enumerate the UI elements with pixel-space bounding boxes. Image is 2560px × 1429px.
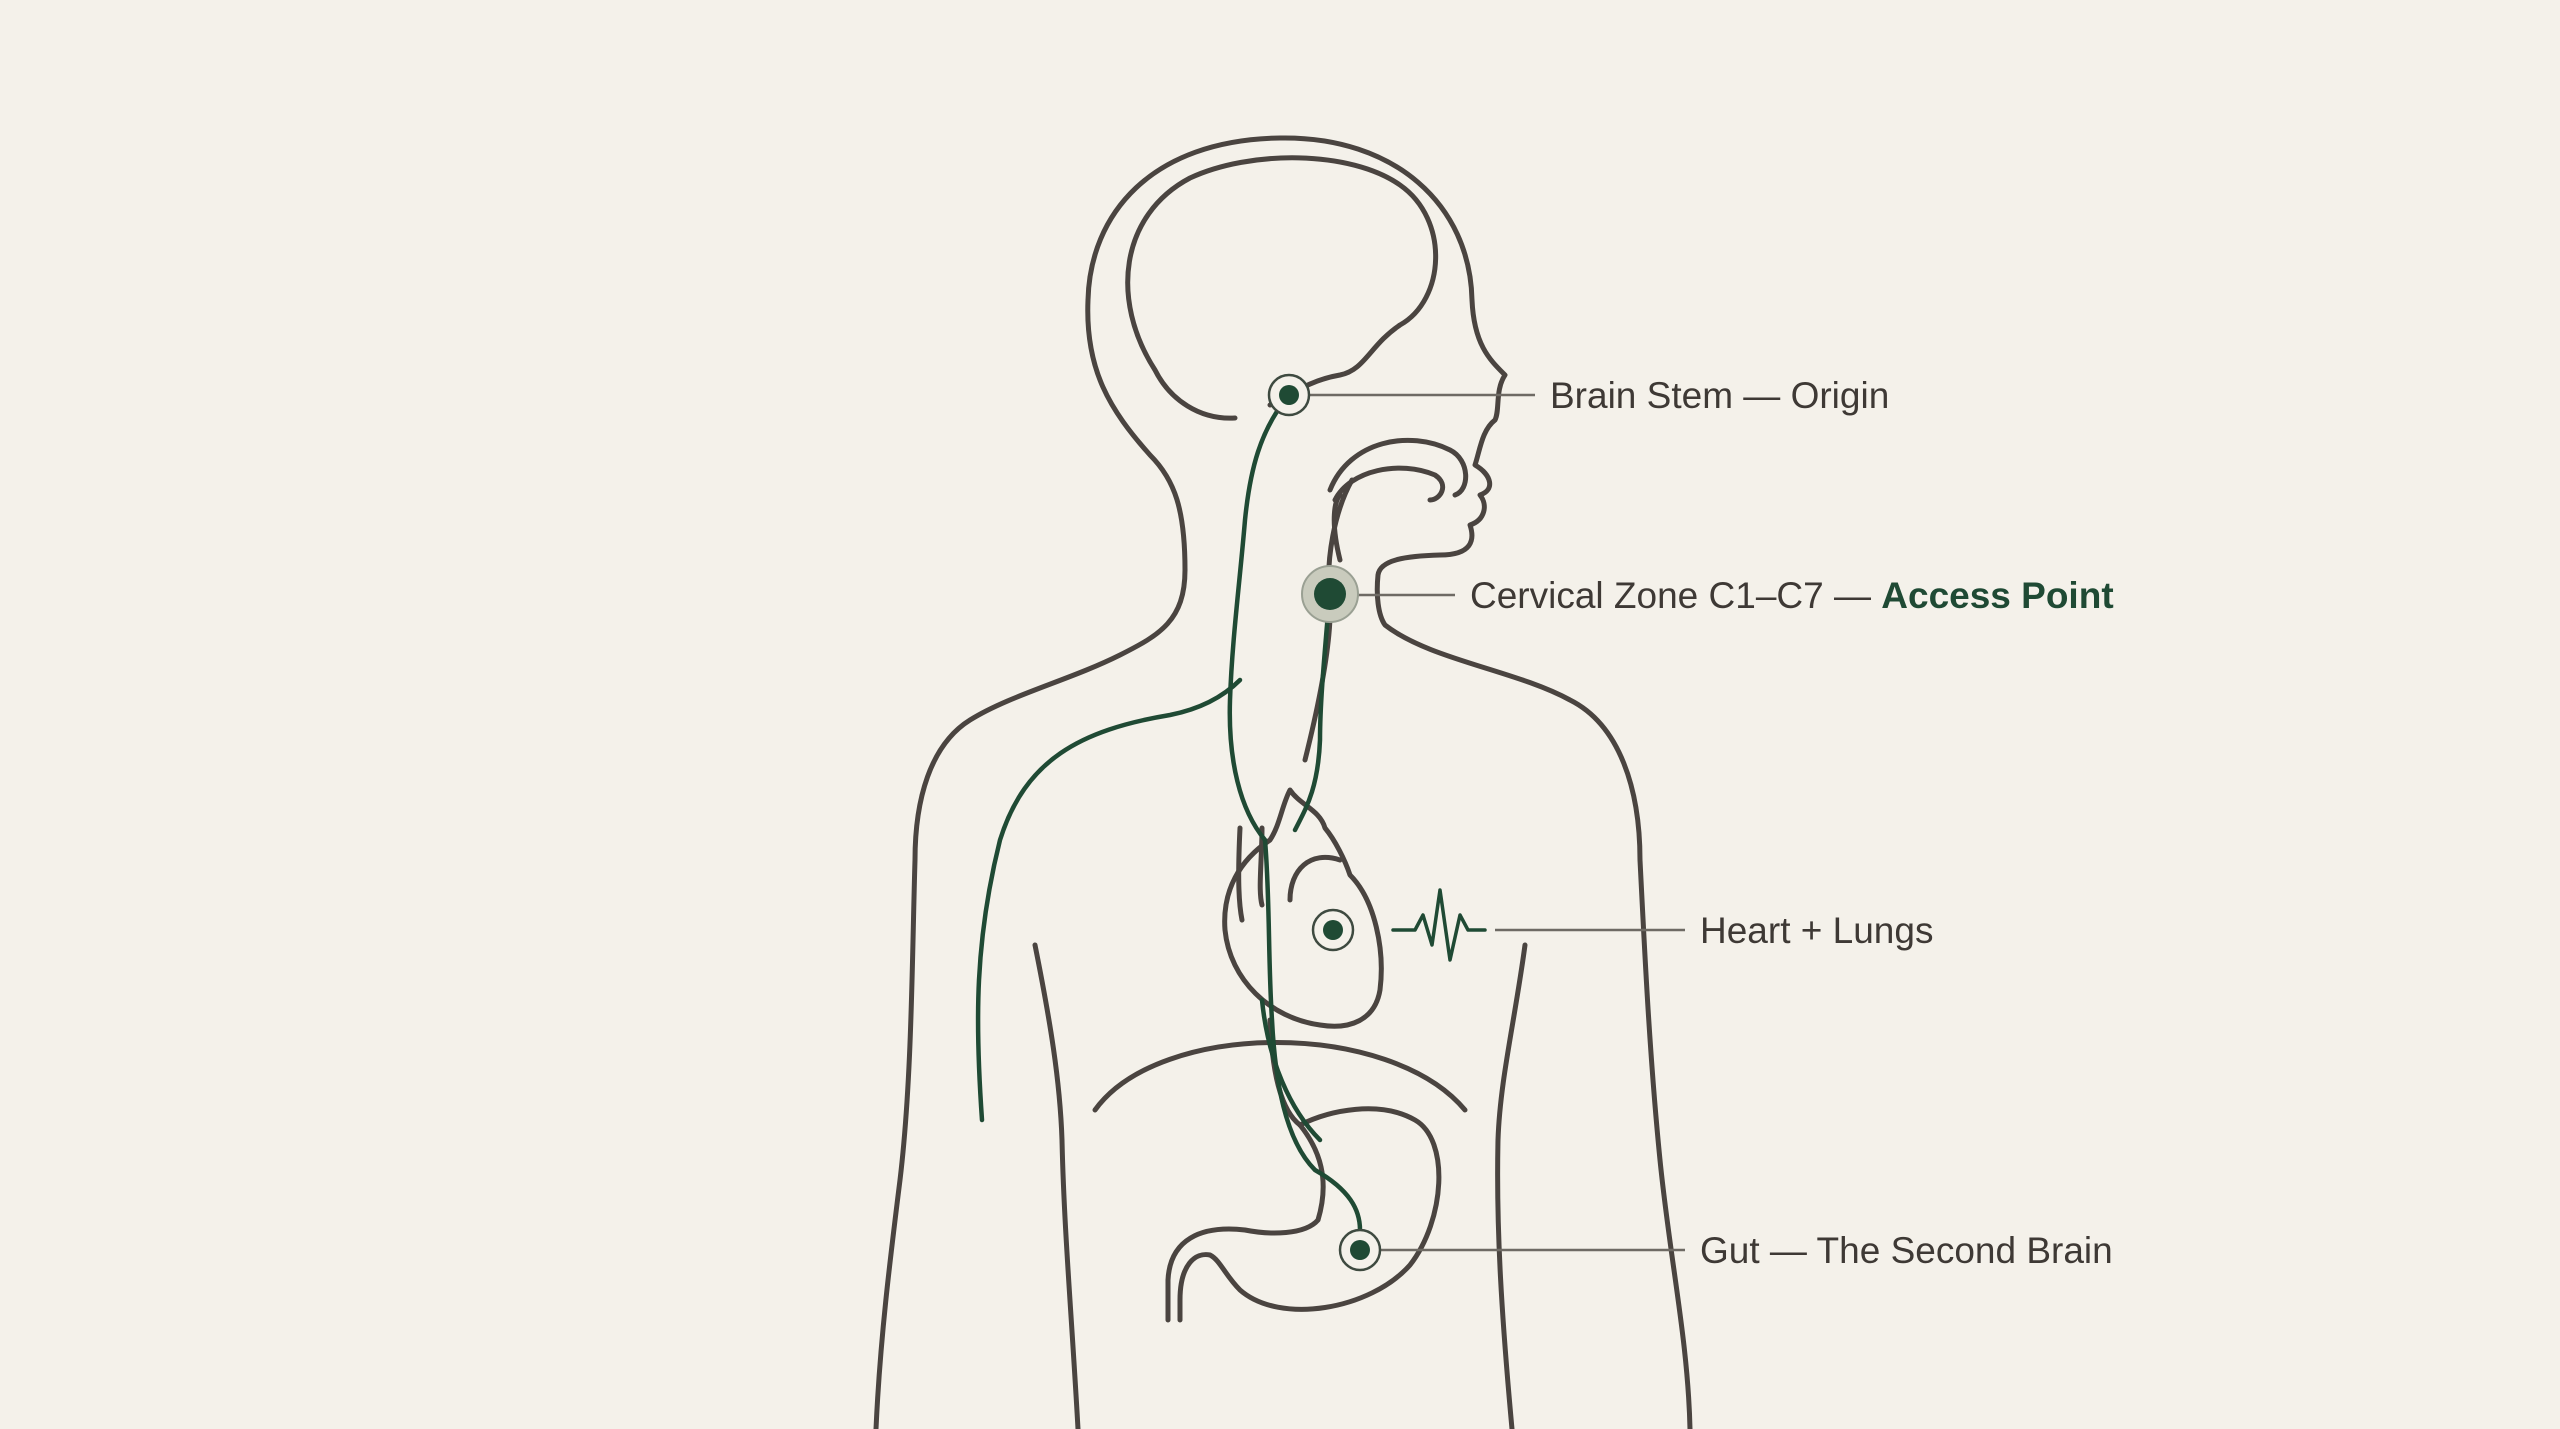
cervical-node-dot xyxy=(1314,578,1346,610)
heart-node-dot xyxy=(1323,920,1343,940)
nerve-left-branch xyxy=(975,677,1243,1123)
label-brain-stem: Brain Stem — Origin xyxy=(1550,375,1889,416)
brain-stem-node xyxy=(1267,373,1311,417)
heart-node xyxy=(1311,908,1355,952)
right-arm-line xyxy=(1495,942,1528,1429)
body-outline xyxy=(873,135,1693,1429)
left-arm-line xyxy=(1032,942,1081,1429)
oral-cavity xyxy=(1327,437,1469,498)
cervical-node xyxy=(1301,565,1359,623)
trachea-line xyxy=(1331,492,1343,563)
label-access-point: Access Point xyxy=(1881,575,2113,616)
head-outline xyxy=(1085,135,1693,1429)
label-cervical-zone: Cervical Zone C1–C7 — Access Point xyxy=(1470,575,2114,616)
ribcage-arc xyxy=(1092,1040,1468,1113)
label-gut: Gut — The Second Brain xyxy=(1700,1230,2113,1271)
stomach-outline xyxy=(1177,1106,1442,1323)
inner-head-line xyxy=(1125,155,1439,421)
heart-outline xyxy=(1222,787,1384,1029)
leader-lines xyxy=(1305,393,1685,1252)
stomach-inner xyxy=(1165,1122,1326,1323)
nerve-lower-branch xyxy=(1259,997,1323,1143)
vagus-nerve-path xyxy=(975,392,1363,1233)
label-heart-lungs: Heart + Lungs xyxy=(1700,910,1933,951)
gut-node-dot xyxy=(1350,1240,1370,1260)
heart-detail xyxy=(1287,854,1343,903)
label-cervical-zone-text: Cervical Zone C1–C7 — xyxy=(1470,575,1881,616)
heartbeat-pulse-icon xyxy=(1391,888,1487,962)
heart-vessel-2 xyxy=(1236,825,1245,923)
brain-stem-node-dot xyxy=(1279,385,1299,405)
nerve-right-branch xyxy=(1292,587,1333,833)
nerve-main-branch xyxy=(1227,392,1363,1233)
gut-node xyxy=(1338,1228,1382,1272)
back-outline xyxy=(873,567,1188,1429)
